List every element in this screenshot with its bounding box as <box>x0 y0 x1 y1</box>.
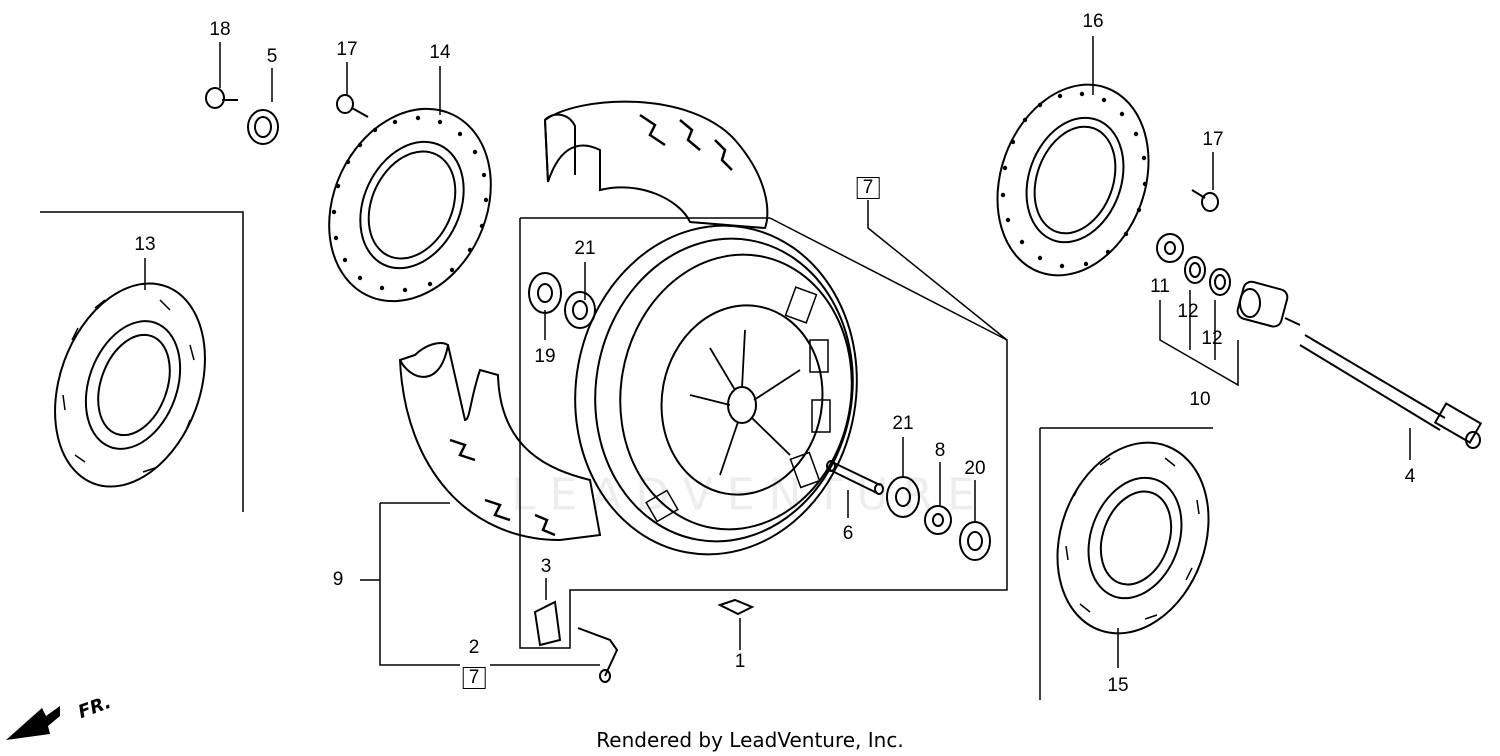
callout-17-right: 17 <box>1202 129 1224 150</box>
wheel-rim-7 <box>574 224 858 556</box>
callout-7-rim: 7 <box>856 177 880 199</box>
gear-11 <box>1156 233 1184 263</box>
callout-5: 5 <box>266 46 278 67</box>
callout-6: 6 <box>842 523 854 544</box>
valve-2 <box>577 627 619 683</box>
callout-18: 18 <box>209 19 231 40</box>
callout-16: 16 <box>1082 11 1104 32</box>
dust-seal-20 <box>959 521 991 561</box>
collar-5 <box>247 109 279 145</box>
brake-disc-16 <box>996 83 1150 277</box>
callout-7-valve: 7 <box>462 667 486 689</box>
bolt-17-right <box>1191 189 1219 212</box>
washer-12a <box>1184 256 1206 284</box>
callout-21-upper: 21 <box>574 238 596 259</box>
callout-2: 2 <box>468 637 480 658</box>
bolt-18 <box>205 87 238 109</box>
washer-12b <box>1209 268 1231 296</box>
callout-15: 15 <box>1107 675 1129 696</box>
callout-13: 13 <box>134 234 156 255</box>
callout-3: 3 <box>540 556 552 577</box>
bearing-19 <box>528 272 562 314</box>
callout-20: 20 <box>964 458 986 479</box>
axle-4 <box>1299 334 1483 449</box>
callout-10: 10 <box>1189 389 1211 410</box>
distance-collar-6 <box>826 460 884 495</box>
callout-12-second: 12 <box>1201 328 1223 349</box>
brake-disc-14 <box>328 107 492 303</box>
brake-disc-15 <box>1056 441 1210 635</box>
leader-lines <box>40 36 1411 700</box>
callout-11: 11 <box>1150 276 1170 297</box>
callout-14: 14 <box>429 42 451 63</box>
callout-12-first: 12 <box>1177 301 1199 322</box>
bearing-21 <box>886 476 920 518</box>
clip-1 <box>717 598 755 616</box>
watermark: LEADVENTURE <box>511 469 989 521</box>
callout-4: 4 <box>1404 466 1416 487</box>
callout-17-left: 17 <box>336 39 358 60</box>
callout-19: 19 <box>534 346 556 367</box>
callout-21-lower: 21 <box>892 413 914 434</box>
front-direction-arrow-icon <box>6 706 60 740</box>
weight-3 <box>533 600 562 647</box>
bolt-17-left <box>336 94 369 118</box>
brake-disc-13 <box>54 282 206 488</box>
speedometer-gearbox-10 <box>1236 280 1301 328</box>
tire-9 <box>398 100 769 542</box>
retainer-8 <box>924 505 952 535</box>
footer-credit: Rendered by LeadVenture, Inc. <box>596 728 904 752</box>
callout-8: 8 <box>934 440 946 461</box>
callout-9: 9 <box>332 569 344 590</box>
dust-seal-21a <box>564 291 596 329</box>
callout-1: 1 <box>734 651 746 672</box>
